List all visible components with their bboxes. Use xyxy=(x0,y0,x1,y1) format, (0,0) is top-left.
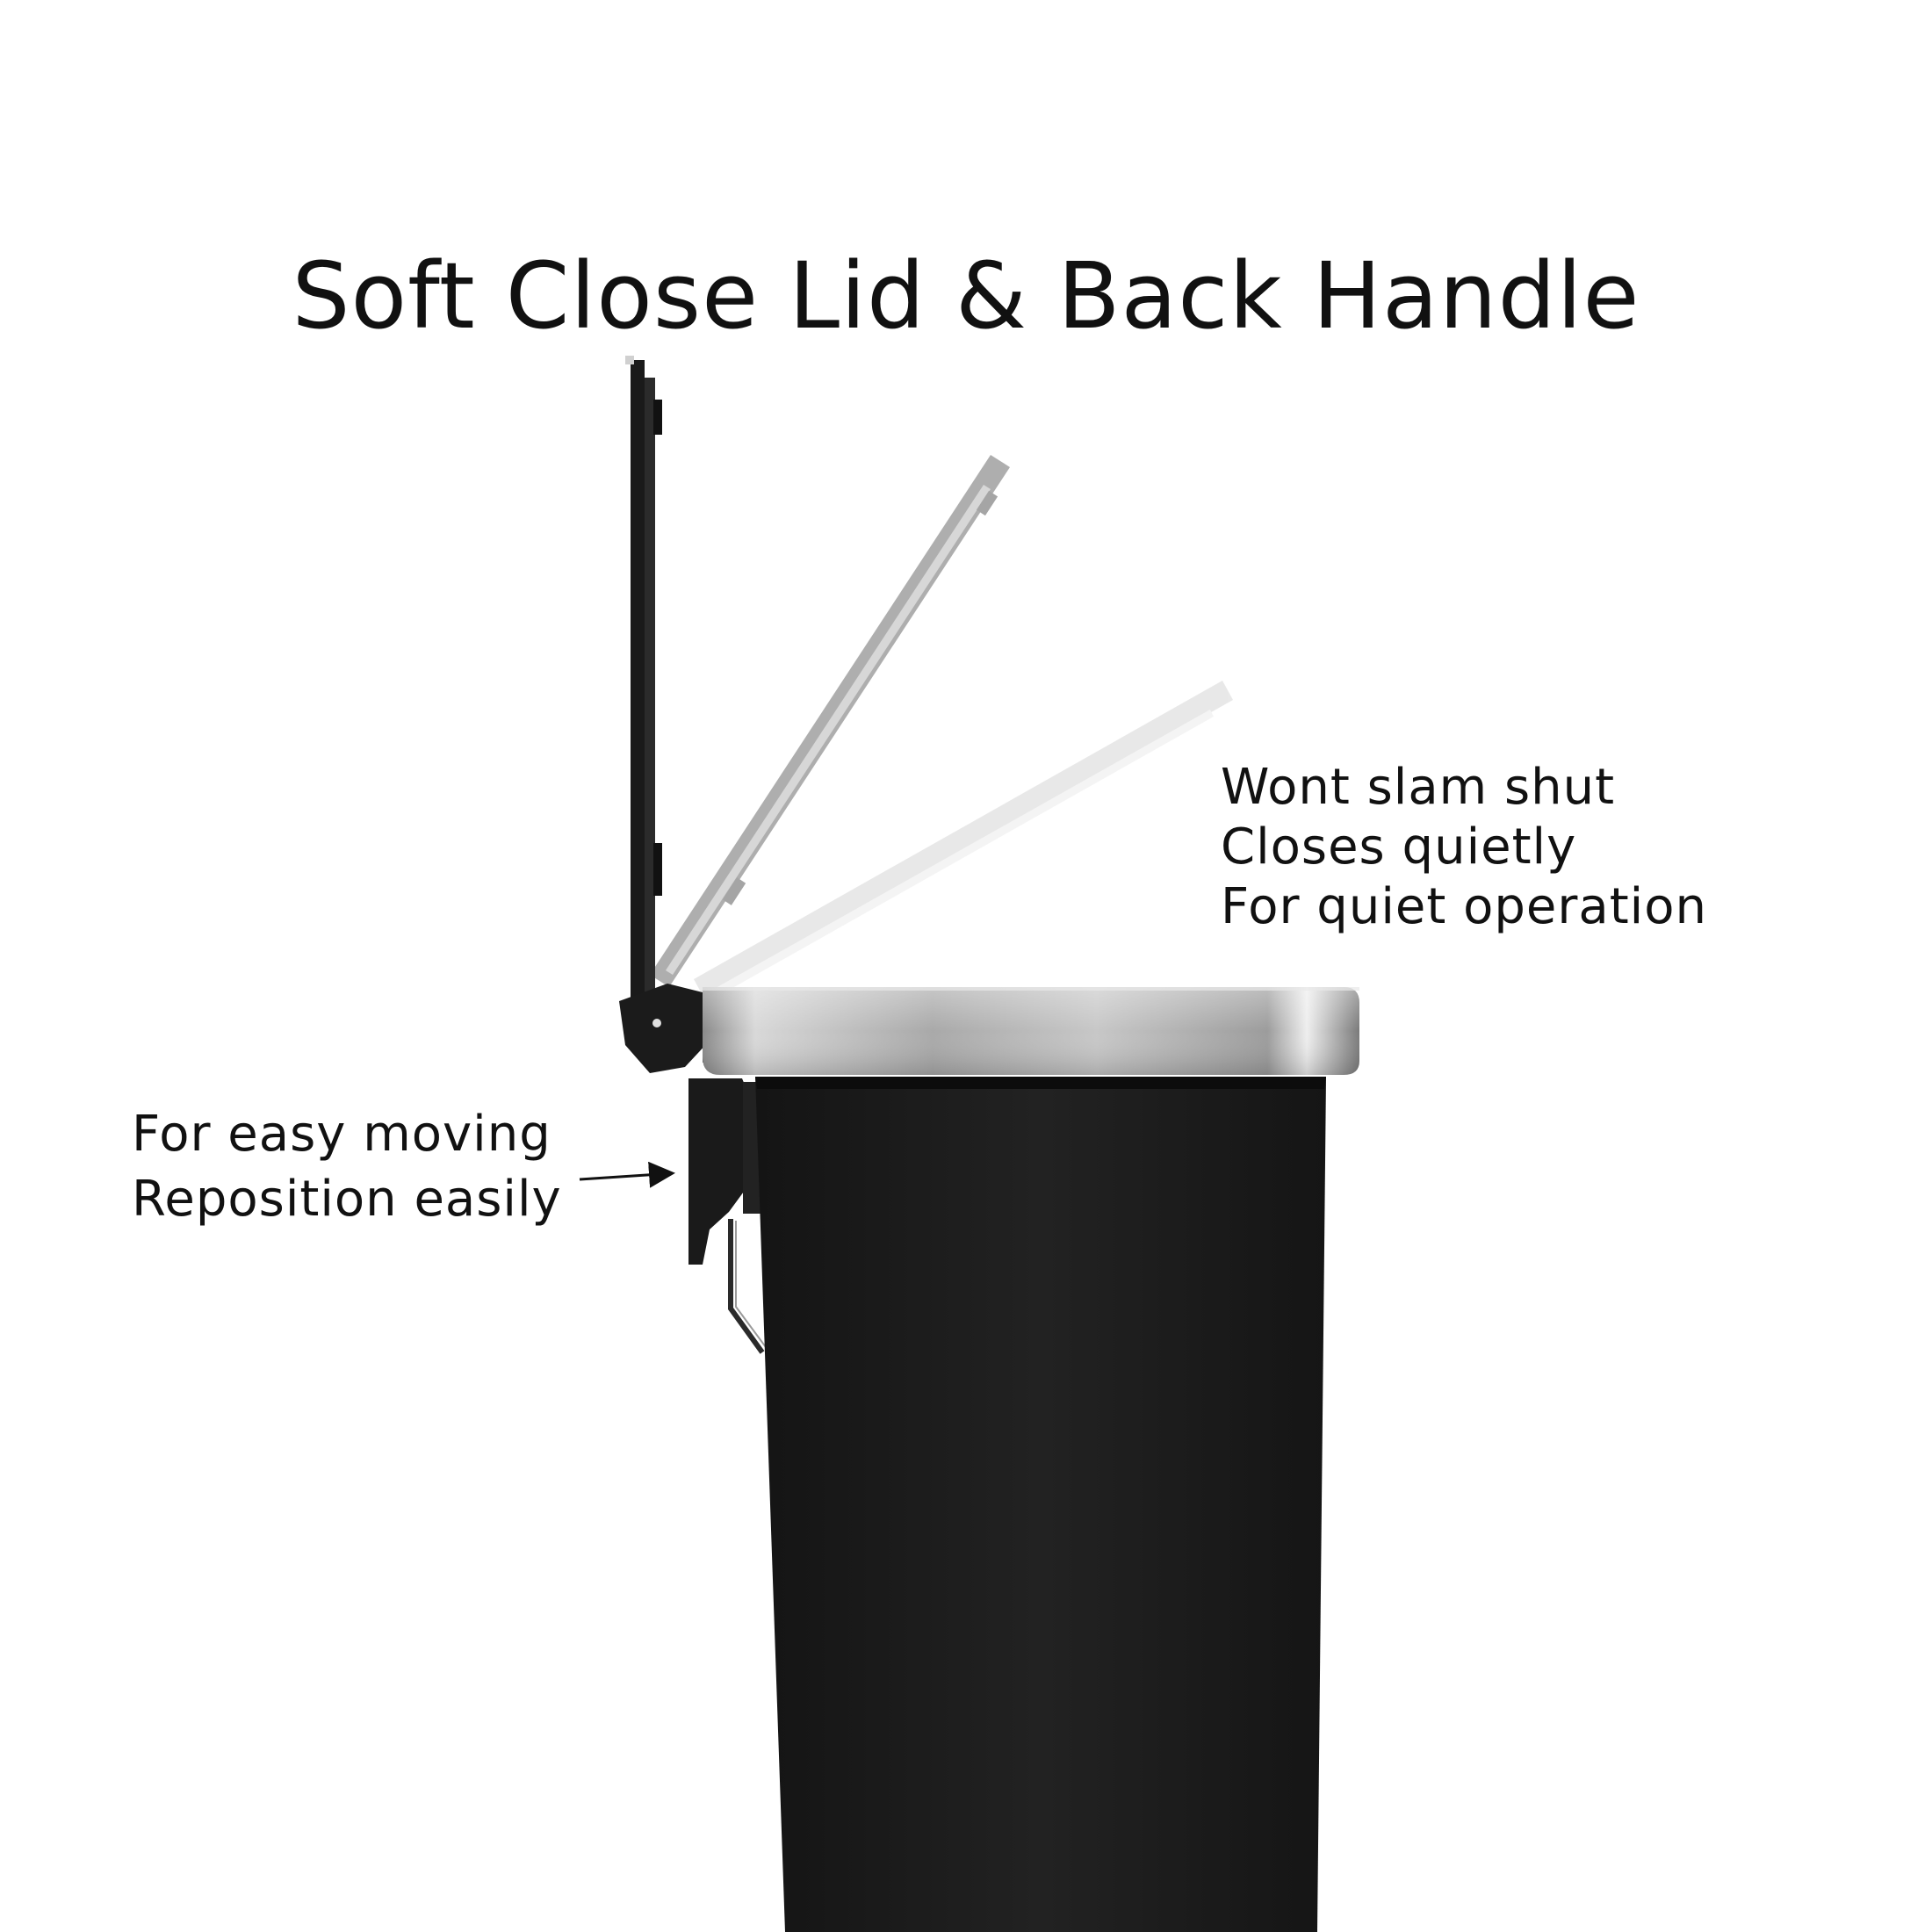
handle-pointer-arrow xyxy=(579,1161,675,1188)
handle-callout-line: Reposition easily xyxy=(132,1171,562,1228)
lid-open xyxy=(625,356,662,1036)
back-handle xyxy=(688,1078,767,1354)
stainless-rim xyxy=(703,987,1359,1075)
lid-ghost-medium xyxy=(650,455,1010,987)
lid-callout: Wont slam shut Closes quietly For quiet … xyxy=(1221,758,1707,937)
bin-body xyxy=(755,1077,1326,1932)
page-title: Soft Close Lid & Back Handle xyxy=(292,242,1640,350)
lid-callout-line: Closes quietly xyxy=(1221,818,1577,876)
lid-ghost-light xyxy=(694,681,1233,998)
handle-callout: For easy moving Reposition easily xyxy=(132,1102,562,1232)
handle-callout-line: For easy moving xyxy=(132,1106,551,1163)
lid-callout-line: Wont slam shut xyxy=(1221,759,1616,816)
lid-callout-line: For quiet operation xyxy=(1221,878,1707,935)
